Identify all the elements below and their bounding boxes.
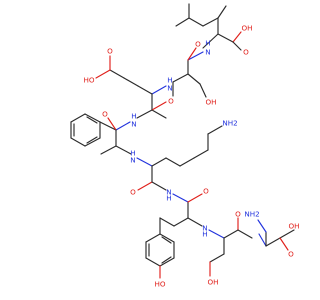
atom-label: H <box>205 39 210 48</box>
atom-label: H <box>167 76 172 85</box>
atom-label: O <box>107 47 113 56</box>
atom-label: O <box>203 187 209 196</box>
atom-label: HO <box>154 280 165 289</box>
atom-label: NH2 <box>244 210 259 219</box>
atom-label: H <box>130 149 135 158</box>
atom-label: H <box>166 194 171 203</box>
atom-label: OH <box>241 24 252 33</box>
atom-label: O <box>102 110 108 119</box>
atom-label: H <box>202 230 207 239</box>
atom-label: N <box>202 224 207 233</box>
atom-label: O <box>195 40 201 49</box>
atom-label: O <box>288 250 294 259</box>
atom-label: OH <box>288 222 299 231</box>
atom-label: NH2 <box>222 119 237 128</box>
atom-label: N <box>205 48 210 57</box>
atom-label: N <box>131 120 136 129</box>
atom-label: O <box>243 48 249 57</box>
atom-label: O <box>235 210 241 219</box>
atom-label: OH <box>207 278 218 287</box>
peptide-structure-diagram: OH O H N OH O O HO H N O O H N NH2 O H N… <box>70 3 300 289</box>
atom-label: OH <box>205 98 216 107</box>
atom-label: H <box>131 112 136 121</box>
atom-label: O <box>130 188 136 197</box>
atom-label: N <box>130 156 135 165</box>
atom-labels: OH O H N OH O O HO H N O O H N NH2 O H N… <box>83 24 299 289</box>
atom-label: N <box>167 84 172 93</box>
bond-skeleton <box>70 3 295 279</box>
atom-label: O <box>168 97 174 106</box>
atom-label: HO <box>83 76 94 85</box>
atom-label: N <box>166 188 171 197</box>
